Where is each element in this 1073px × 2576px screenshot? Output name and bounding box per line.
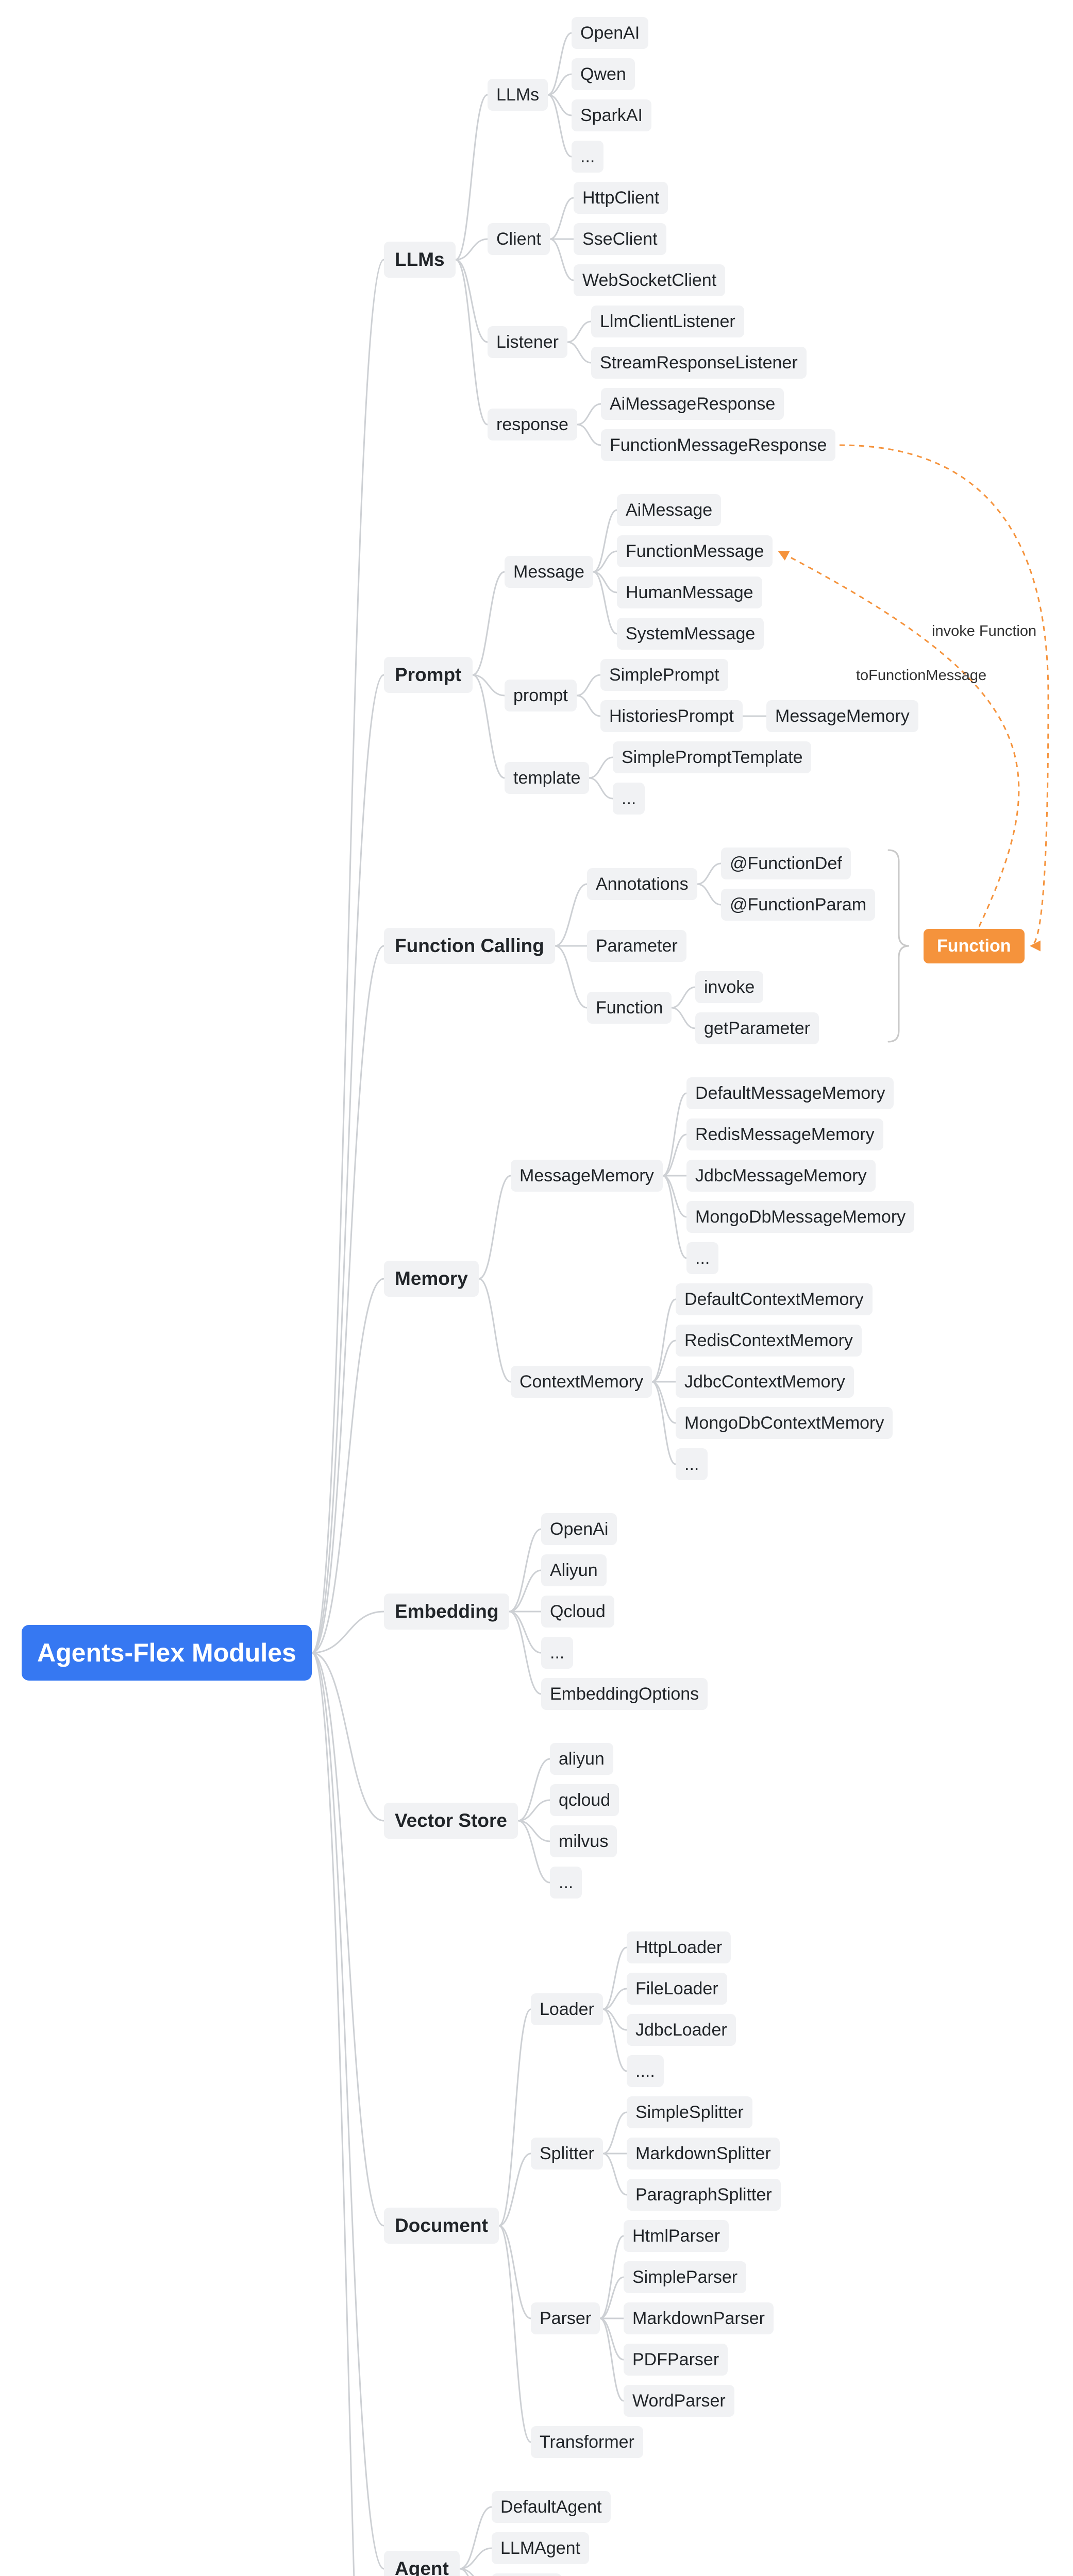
- node-getparameter[interactable]: getParameter: [695, 1012, 819, 1045]
- node-functiondef[interactable]: @FunctionDef: [721, 847, 851, 880]
- node-httploader[interactable]: HttpLoader: [627, 1931, 731, 1964]
- node-functionparam[interactable]: @FunctionParam: [721, 888, 876, 921]
- node-function[interactable]: Function: [587, 991, 672, 1024]
- node-htmlparser[interactable]: HtmlParser: [624, 2219, 729, 2252]
- node-parameter[interactable]: Parameter: [587, 929, 686, 962]
- node-memory[interactable]: Memory: [384, 1261, 479, 1297]
- node-aliyun[interactable]: aliyun: [550, 1742, 613, 1775]
- node-llms[interactable]: LLMs: [488, 78, 548, 111]
- node-document[interactable]: Document: [384, 2208, 499, 2244]
- node-listener[interactable]: Listener: [488, 326, 567, 359]
- node-response[interactable]: response: [488, 408, 577, 441]
- node-ellipsis[interactable]: ...: [676, 1448, 708, 1481]
- node-parser[interactable]: Parser: [531, 2302, 600, 2335]
- node-prompt[interactable]: prompt: [505, 679, 577, 712]
- node-template[interactable]: template: [505, 761, 590, 794]
- node-ellipsis[interactable]: ...: [550, 1866, 582, 1899]
- node-agent[interactable]: Agent: [384, 2551, 460, 2576]
- node-pdfparser[interactable]: PDFParser: [624, 2343, 728, 2376]
- node-simplesplitter[interactable]: SimpleSplitter: [627, 2096, 752, 2129]
- node-mongodbmessagememory[interactable]: MongoDbMessageMemory: [686, 1200, 915, 1233]
- node-splitter[interactable]: Splitter: [531, 2137, 603, 2170]
- node-aliyun[interactable]: Aliyun: [541, 1554, 607, 1587]
- node-historiesprompt[interactable]: HistoriesPrompt: [600, 700, 743, 733]
- node-fileloader[interactable]: FileLoader: [627, 1972, 727, 2005]
- node-jdbccontextmemory[interactable]: JdbcContextMemory: [676, 1365, 854, 1398]
- node-vector-store[interactable]: Vector Store: [384, 1803, 518, 1839]
- edge-label-tofunctionmessage: toFunctionMessage: [856, 667, 987, 684]
- node-functionmessage[interactable]: FunctionMessage: [617, 535, 773, 568]
- node-client[interactable]: Client: [488, 223, 550, 256]
- node-annotations[interactable]: Annotations: [587, 868, 697, 901]
- node-contextmemory[interactable]: ContextMemory: [511, 1365, 652, 1398]
- node-messagememory[interactable]: MessageMemory: [511, 1159, 663, 1192]
- node-embeddingoptions[interactable]: EmbeddingOptions: [541, 1677, 708, 1710]
- node-message[interactable]: Message: [505, 555, 593, 588]
- node-redismessagememory[interactable]: RedisMessageMemory: [686, 1118, 883, 1151]
- node-ellipsis[interactable]: ...: [541, 1636, 574, 1669]
- node-paragraphsplitter[interactable]: ParagraphSplitter: [627, 2178, 781, 2211]
- node-humanmessage[interactable]: HumanMessage: [617, 576, 762, 609]
- node-qwen[interactable]: Qwen: [572, 58, 635, 91]
- node-websocketclient[interactable]: WebSocketClient: [574, 264, 726, 297]
- node-jdbcloader[interactable]: JdbcLoader: [627, 2013, 736, 2046]
- node-ellipsis[interactable]: ....: [627, 2055, 664, 2088]
- node-defaultagent[interactable]: DefaultAgent: [492, 2490, 611, 2523]
- node-functionmessageresponse[interactable]: FunctionMessageResponse: [601, 429, 836, 462]
- node-output[interactable]: Output: [492, 2573, 562, 2576]
- node-simpleprompt[interactable]: SimplePrompt: [600, 658, 728, 691]
- node-aimessage[interactable]: AiMessage: [617, 494, 722, 527]
- node-sparkai[interactable]: SparkAI: [572, 99, 651, 132]
- node-transformer[interactable]: Transformer: [531, 2426, 643, 2459]
- edge-label-invoke-function: invoke Function: [932, 623, 1037, 639]
- node-httpclient[interactable]: HttpClient: [574, 181, 668, 214]
- node-markdownparser[interactable]: MarkdownParser: [624, 2302, 774, 2335]
- node-prompt[interactable]: Prompt: [384, 657, 473, 693]
- node-messagememory[interactable]: MessageMemory: [766, 700, 918, 733]
- node-llmclientlistener[interactable]: LlmClientListener: [591, 305, 744, 338]
- node-ellipsis[interactable]: ...: [572, 140, 604, 173]
- root-node[interactable]: Agents-Flex Modules: [22, 1625, 312, 1681]
- node-ellipsis[interactable]: ...: [613, 782, 645, 815]
- node-defaultcontextmemory[interactable]: DefaultContextMemory: [676, 1283, 873, 1316]
- node-aimessageresponse[interactable]: AiMessageResponse: [601, 387, 784, 420]
- node-wordparser[interactable]: WordParser: [624, 2384, 734, 2417]
- node-function-calling[interactable]: Function Calling: [384, 928, 555, 964]
- node-invoke[interactable]: invoke: [695, 971, 764, 1004]
- node-markdownsplitter[interactable]: MarkdownSplitter: [627, 2137, 780, 2170]
- node-loader[interactable]: Loader: [531, 1993, 603, 2026]
- node-rediscontextmemory[interactable]: RedisContextMemory: [676, 1324, 862, 1357]
- node-defaultmessagememory[interactable]: DefaultMessageMemory: [686, 1077, 894, 1110]
- node-qcloud[interactable]: qcloud: [550, 1784, 619, 1817]
- node-llms[interactable]: LLMs: [384, 242, 456, 278]
- node-streamresponselistener[interactable]: StreamResponseListener: [591, 346, 807, 379]
- node-llmagent[interactable]: LLMAgent: [492, 2532, 589, 2565]
- node-jdbcmessagememory[interactable]: JdbcMessageMemory: [686, 1159, 876, 1192]
- node-qcloud[interactable]: Qcloud: [541, 1595, 614, 1628]
- node-milvus[interactable]: milvus: [550, 1825, 617, 1858]
- node-systemmessage[interactable]: SystemMessage: [617, 617, 764, 650]
- node-simpleprompttemplate[interactable]: SimplePromptTemplate: [613, 741, 812, 774]
- function-box: Function: [924, 928, 1025, 963]
- node-sseclient[interactable]: SseClient: [574, 223, 666, 256]
- node-ellipsis[interactable]: ...: [686, 1242, 719, 1275]
- node-mongodbcontextmemory[interactable]: MongoDbContextMemory: [676, 1406, 893, 1439]
- node-simpleparser[interactable]: SimpleParser: [624, 2261, 747, 2294]
- node-openai[interactable]: OpenAi: [541, 1513, 617, 1546]
- node-embedding[interactable]: Embedding: [384, 1594, 510, 1630]
- node-openai[interactable]: OpenAI: [572, 16, 649, 49]
